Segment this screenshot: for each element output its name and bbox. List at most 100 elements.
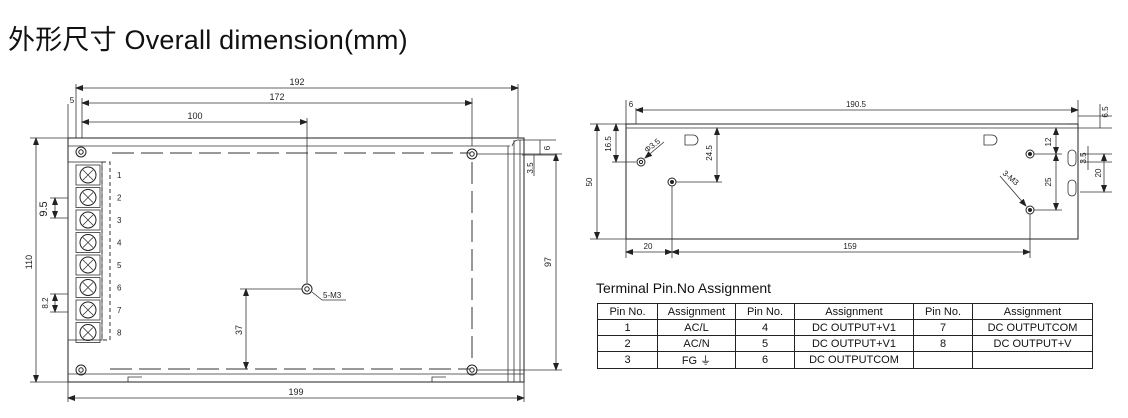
table-cell: AC/L — [657, 319, 736, 336]
terminal-number: 5 — [117, 261, 122, 270]
table-cell: DC OUTPUTCOM — [794, 351, 914, 369]
dim-mount-height: 37 — [234, 325, 244, 335]
dim-right-top: 12 — [1044, 137, 1053, 146]
table-cell: 1 — [597, 319, 658, 336]
table-header-cell: Assignment — [972, 303, 1093, 320]
front-mount-hole — [466, 148, 478, 160]
table-cell: DC OUTPUT+V1 — [794, 335, 914, 352]
terminal-screw — [79, 279, 97, 296]
dim-left-offset: 5 — [70, 96, 75, 105]
side-mount-hole — [1025, 205, 1035, 215]
terminal-screw — [79, 166, 97, 184]
side-mount-hole — [1025, 149, 1035, 159]
table-title: Terminal Pin.No Assignment — [596, 280, 772, 296]
dim-slot-a: 3.5 — [1079, 152, 1088, 164]
side-mount-hole — [636, 157, 646, 167]
terminal-screw-cross — [82, 327, 94, 338]
terminal-screw — [79, 324, 97, 341]
dim-top-offset: 6 — [543, 145, 552, 150]
table-cell: 8 — [913, 335, 973, 352]
table-cell: 7 — [913, 319, 973, 336]
front-screw-label: 5-M3 — [323, 291, 342, 300]
terminal-slot — [75, 164, 101, 186]
table-header-cell: Pin No. — [597, 303, 658, 320]
front-mount-hole — [75, 146, 87, 158]
terminal-number: 3 — [117, 216, 122, 225]
table-cell: DC OUTPUTCOM — [972, 319, 1093, 336]
terminal-screw — [79, 301, 97, 319]
front-mount-hole — [466, 364, 478, 376]
terminal-screw-cross — [82, 259, 94, 271]
table-cell: 6 — [735, 351, 795, 369]
terminal-number: 4 — [117, 239, 122, 248]
table-header-cell: Pin No. — [735, 303, 795, 320]
dim-side-height: 50 — [585, 177, 594, 186]
page-title: 外形尺寸 Overall dimension(mm) — [8, 25, 408, 55]
table-row: 2 AC/N 5 DC OUTPUT+V1 8 DC OUTPUT+V — [597, 335, 1093, 352]
dim-hole-drop: 24.5 — [705, 145, 714, 161]
terminal-slot — [75, 277, 101, 298]
terminal-screw-cross — [82, 237, 94, 248]
front-view: 1 2 3 4 5 6 7 8 192 172 100 5 110 9.5 8.2 — [24, 77, 562, 402]
terminal-slot — [75, 232, 101, 253]
side-mount-hole — [667, 177, 677, 187]
table-header-cell: Assignment — [794, 303, 914, 320]
table-cell: FG ⏚ — [657, 351, 736, 369]
dim-hole-upper: 16.5 — [604, 136, 613, 152]
dim-flange: 3.5 — [526, 162, 535, 174]
dim-center-to-hole: 100 — [187, 111, 202, 121]
table-cell: 4 — [735, 319, 795, 336]
dim-overall-width: 192 — [289, 77, 304, 87]
table-cell: DC OUTPUT+V1 — [794, 319, 914, 336]
dim-right-edge: 6.5 — [1101, 106, 1110, 118]
terminal-number: 7 — [117, 306, 122, 315]
terminal-number: 1 — [117, 171, 122, 180]
table-cell: 5 — [735, 335, 795, 352]
terminal-screw-cross — [82, 169, 94, 181]
terminal-screw — [79, 234, 97, 251]
terminal-slot — [75, 187, 101, 208]
table-header-cell: Assignment — [657, 303, 736, 320]
table-header-cell: Pin No. — [913, 303, 973, 320]
dim-terminal-pitch: 9.5 — [38, 201, 50, 216]
terminal-screw-cross — [82, 214, 94, 226]
dim-hole-span: 172 — [269, 92, 284, 102]
terminal-screw — [79, 256, 97, 274]
terminal-slot — [75, 299, 101, 321]
table-cell — [972, 351, 1093, 369]
table-cell: 3 — [597, 351, 658, 369]
terminal-pin-table: Pin No. Assignment Pin No. Assignment Pi… — [597, 303, 1093, 369]
dim-terminal-block: 8.2 — [41, 297, 50, 309]
table-cell: AC/N — [657, 335, 736, 352]
side-screw-label: 3-M3 — [1001, 169, 1021, 188]
dim-side-left-edge: 6 — [629, 100, 634, 109]
terminal-number: 8 — [117, 329, 122, 338]
dim-height: 110 — [24, 255, 34, 269]
front-housing-outline — [67, 137, 525, 383]
table-cell: DC OUTPUT+V — [972, 335, 1093, 352]
dim-left-hole: 20 — [644, 242, 653, 251]
dim-hole-vertical: 97 — [543, 257, 553, 267]
side-view: 190.5 6 50 16.5 24.5 Φ3.5 20 159 3-M3 — [585, 100, 1112, 258]
table-row: 3 FG ⏚ 6 DC OUTPUTCOM — [597, 351, 1093, 369]
table-header-row: Pin No. Assignment Pin No. Assignment Pi… — [597, 303, 1093, 320]
front-mount-hole — [301, 283, 313, 295]
terminal-screw-cross — [82, 282, 94, 293]
table-cell: 2 — [597, 335, 658, 352]
terminal-screw-cross — [82, 304, 94, 316]
dim-side-length: 190.5 — [846, 100, 867, 109]
table-row: 1 AC/L 4 DC OUTPUT+V1 7 DC OUTPUTCOM — [597, 319, 1093, 336]
terminal-screw — [79, 211, 97, 229]
terminal-screw — [79, 189, 97, 206]
terminal-slot — [75, 254, 101, 276]
front-mount-hole — [75, 364, 87, 376]
terminal-number: 2 — [117, 194, 122, 203]
dim-right-span: 25 — [1044, 177, 1053, 186]
terminal-number: 6 — [117, 284, 122, 293]
dim-base-length: 199 — [288, 387, 303, 397]
terminal-slot — [75, 322, 101, 343]
terminal-screw-cross — [82, 192, 94, 203]
terminal-slot — [75, 209, 101, 231]
table-cell — [913, 351, 973, 369]
